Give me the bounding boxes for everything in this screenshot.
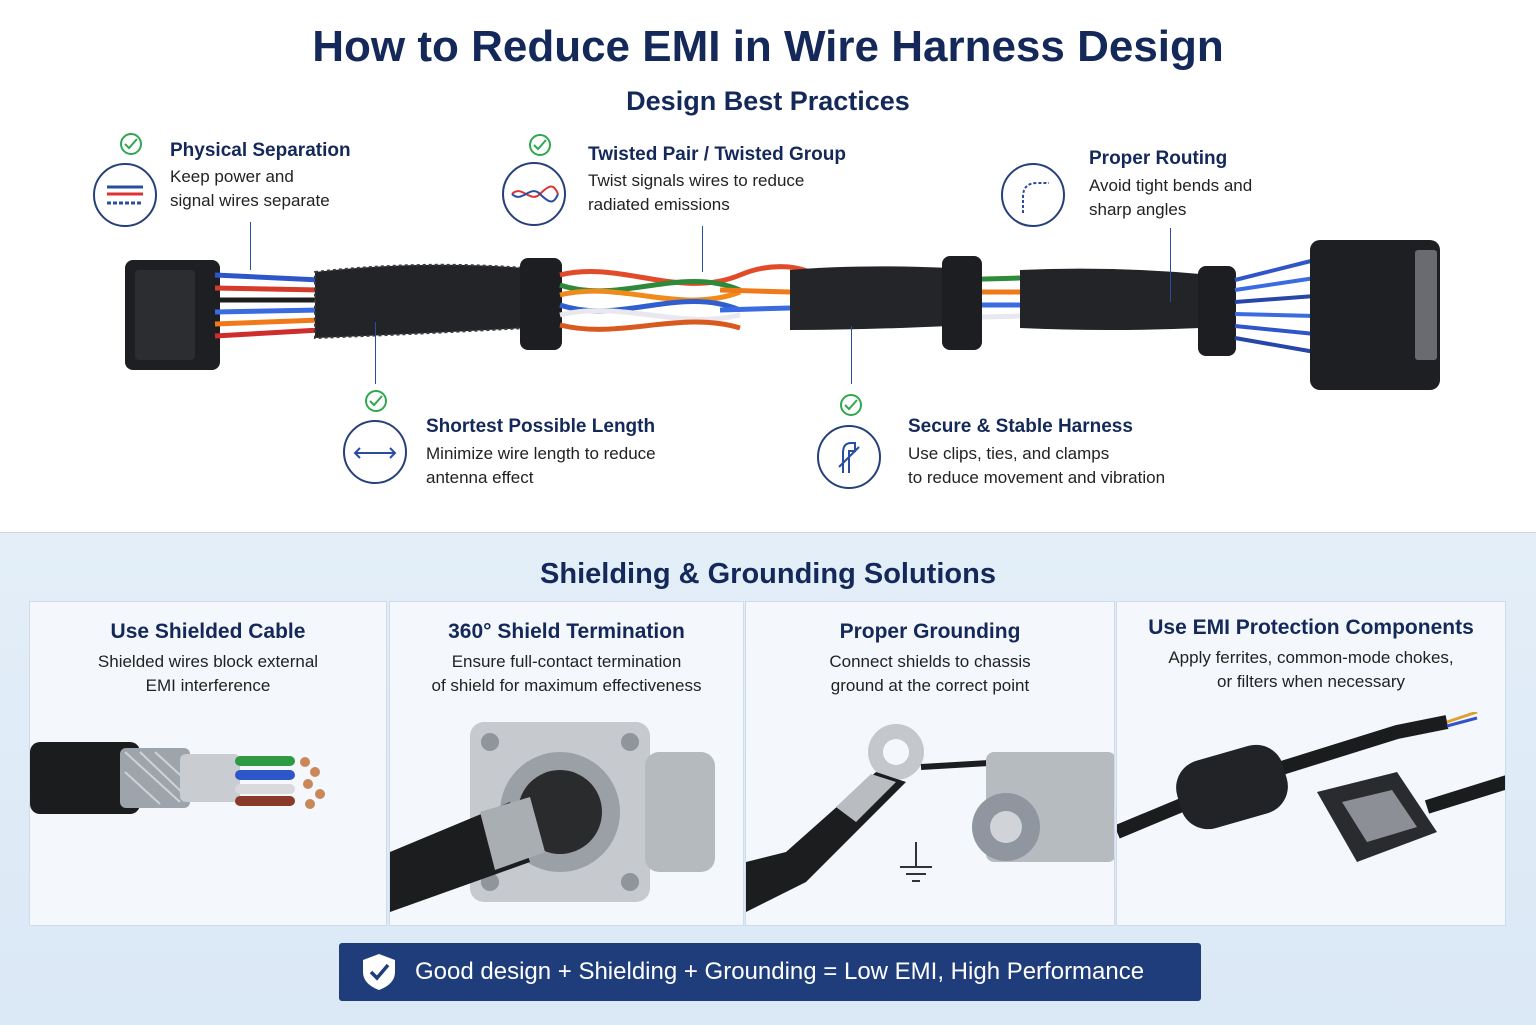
twisted-pair-icon [502,162,566,226]
practice-desc-line: Avoid tight bends and [1089,176,1253,195]
practice-desc-line: Keep power and [170,167,294,186]
routing-curve-icon [1001,163,1065,227]
card-desc: Connect shields to chassis ground at the… [746,650,1114,698]
shield-check-icon [363,954,395,990]
card-desc-line: of shield for maximum effectiveness [431,676,702,695]
practice-desc-line: to reduce movement and vibration [908,468,1166,487]
card-title: Use EMI Protection Components [1148,616,1474,639]
card-title: 360° Shield Termination [448,620,685,643]
leader-line [1170,228,1171,302]
check-icon [840,394,862,416]
double-arrow-icon [343,420,407,484]
grounding-illustration [746,724,1114,912]
check-icon [529,134,551,156]
page-title: How to Reduce EMI in Wire Harness Design [312,22,1224,71]
practice-title: Twisted Pair / Twisted Group [588,144,846,165]
clip-3 [1198,266,1236,356]
card-desc-line: Apply ferrites, common-mode chokes, [1168,648,1454,667]
clip-1 [520,258,562,350]
section-subtitle: Design Best Practices [626,86,910,116]
summary-banner: Good design + Shielding + Grounding = Lo… [339,943,1201,1001]
practice-desc-line: Use clips, ties, and clamps [908,444,1110,463]
practice-title: Secure & Stable Harness [908,416,1133,437]
practice-desc-line: sharp angles [1089,200,1187,219]
separated-wires-icon [93,163,157,227]
practice-desc-line: radiated emissions [588,195,730,214]
ferrite-choke-illustration [1117,712,1505,862]
card-desc-line: or filters when necessary [1216,672,1406,691]
card-emi-components: Use EMI Protection Components Apply ferr… [1116,601,1506,926]
braided-sleeve-middle [790,266,950,330]
check-icon [120,133,142,155]
leader-line [851,326,852,384]
practice-title: Shortest Possible Length [426,416,656,437]
card-shield-termination: 360° Shield Termination Ensure full-cont… [389,601,744,926]
connector-termination-illustration [390,722,715,912]
check-icon [365,390,387,412]
practice-title: Physical Separation [170,140,351,161]
banner-text: Good design + Shielding + Grounding = Lo… [415,958,1145,985]
shielded-cable-illustration [30,742,325,814]
braided-sleeve-left [315,264,525,338]
card-desc: Shielded wires block external EMI interf… [30,650,386,698]
practice-desc-line: Minimize wire length to reduce [426,444,656,463]
card-desc-line: Shielded wires block external [97,652,319,671]
card-title: Proper Grounding [839,620,1021,643]
braided-sleeve-right [1020,268,1200,330]
card-title: Use Shielded Cable [110,620,306,643]
practice-desc-line: Twist signals wires to reduce [588,171,805,190]
card-desc-line: ground at the correct point [830,676,1030,695]
leader-line [375,322,376,384]
clip-2 [942,256,982,350]
card-shielded-cable: Use Shielded Cable Shielded wires block … [29,601,387,926]
wire-harness-illustration [125,240,1440,390]
card-desc-line: Connect shields to chassis [829,652,1031,671]
leader-line [250,222,251,270]
right-connector [1310,240,1440,390]
clip-icon [817,425,881,489]
card-desc-line: Ensure full-contact termination [451,652,682,671]
card-proper-grounding: Proper Grounding Connect shields to chas… [745,601,1115,926]
leader-line [702,226,703,272]
practice-desc-line: signal wires separate [170,191,330,210]
card-desc: Ensure full-contact termination of shiel… [390,650,743,698]
practice-desc-line: antenna effect [426,468,534,487]
shielding-section-title: Shielding & Grounding Solutions [540,558,996,590]
card-desc: Apply ferrites, common-mode chokes, or f… [1117,646,1505,694]
practice-title: Proper Routing [1089,148,1228,169]
card-desc-line: EMI interference [145,676,271,695]
